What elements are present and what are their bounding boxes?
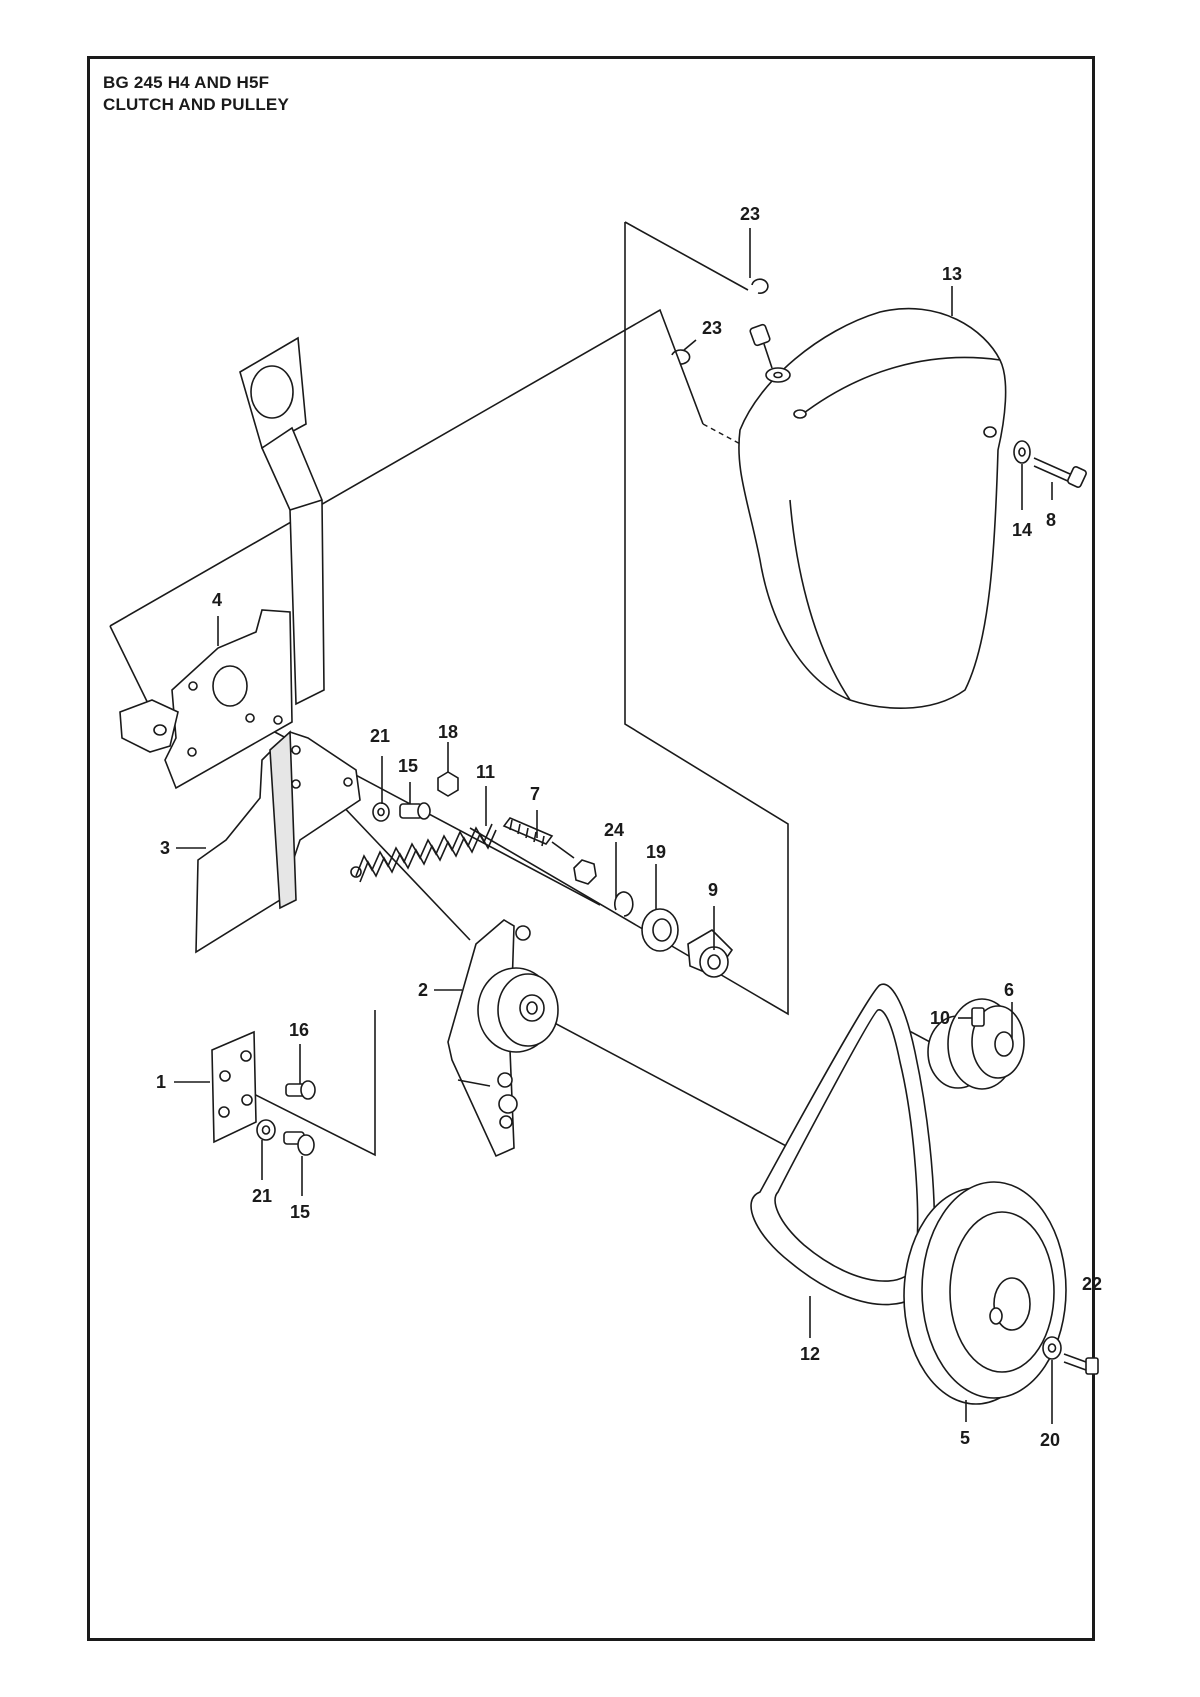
callout-16: 16: [289, 1020, 309, 1040]
tension-arm-pulley: [447, 919, 559, 1158]
model-title: BG 245 H4 AND H5F: [103, 73, 270, 92]
threaded-rod-icon: [502, 817, 597, 885]
circlip-icon: [671, 278, 769, 365]
large-pulley: [903, 1181, 1067, 1405]
callout-23-upper: 23: [740, 204, 760, 224]
callout-24: 24: [604, 820, 624, 840]
callout-23-lower: 23: [702, 318, 722, 338]
callout-15-upper: 15: [398, 756, 418, 776]
drawing-frame: [87, 56, 1095, 1641]
callout-20: 20: [1040, 1430, 1060, 1450]
callout-13: 13: [942, 264, 962, 284]
callout-12: 12: [800, 1344, 820, 1364]
small-pulley: [927, 998, 1025, 1090]
callout-8: 8: [1046, 510, 1056, 530]
callout-10: 10: [930, 1008, 950, 1028]
callout-6: 6: [1004, 980, 1014, 1000]
callout-2: 2: [418, 980, 428, 1000]
clutch-lever: [239, 336, 325, 706]
callout-labels: 23 13 23 14 8 4 21 15 18 11 7 24 19 9 3 …: [156, 204, 1102, 1450]
lever-bracket: [119, 609, 293, 790]
callout-3: 3: [160, 838, 170, 858]
leader-lines: [174, 228, 1095, 1424]
v-belt: [750, 983, 936, 1306]
callout-7: 7: [530, 784, 540, 804]
callout-14: 14: [1012, 520, 1032, 540]
callout-21-upper: 21: [370, 726, 390, 746]
callout-5: 5: [960, 1428, 970, 1448]
spring-icon: [350, 823, 497, 883]
mounting-bracket: [211, 1030, 316, 1156]
section-title: CLUTCH AND PULLEY: [103, 95, 289, 114]
callout-1: 1: [156, 1072, 166, 1092]
cover-screw-icon: [749, 323, 791, 383]
callout-21-lower: 21: [252, 1186, 272, 1206]
washer-and-screw-icon: [1013, 440, 1087, 488]
callout-11: 11: [476, 762, 495, 782]
belt-cover: [738, 307, 1007, 709]
callout-4: 4: [212, 590, 222, 610]
bearing-set: [614, 891, 734, 978]
callout-22: 22: [1082, 1274, 1102, 1294]
callout-18: 18: [438, 722, 458, 742]
guard-plate: [195, 730, 361, 954]
callout-19: 19: [646, 842, 666, 862]
washer-and-bolt-icon: [1042, 1336, 1099, 1375]
callout-15-lower: 15: [290, 1202, 310, 1222]
callout-9: 9: [708, 880, 718, 900]
fastener-set-upper: [372, 771, 459, 822]
